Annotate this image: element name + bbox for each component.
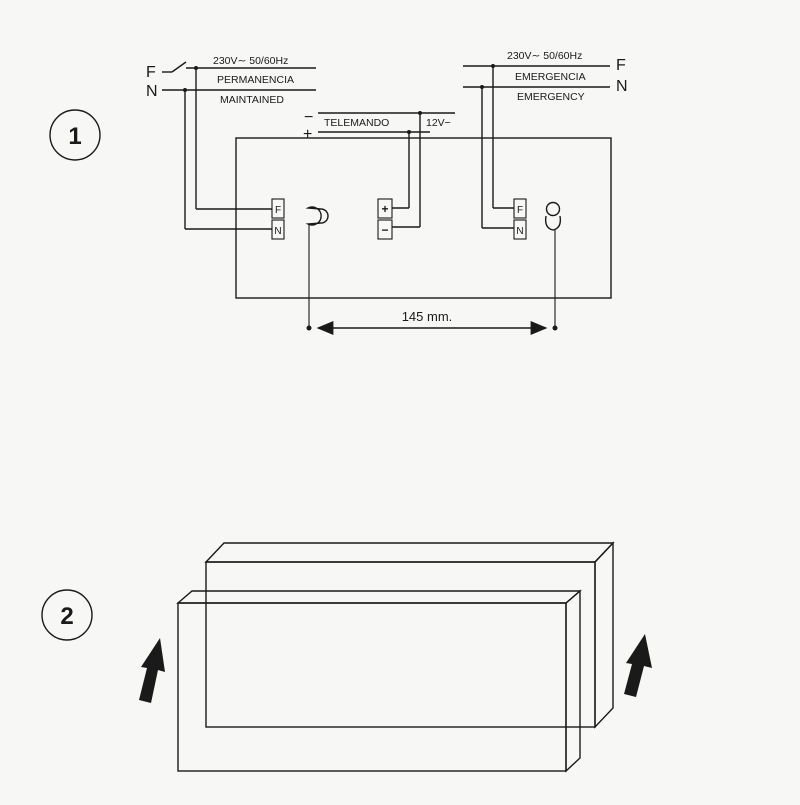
left-mains-feed: F N 230V∼ 50/60Hz PERMANENCIA MAINTAINED bbox=[146, 55, 316, 230]
svg-text:+: + bbox=[381, 202, 388, 216]
remote-minus-label: − bbox=[304, 109, 313, 126]
left-neutral-label: N bbox=[146, 83, 158, 100]
right-neutral-label: N bbox=[616, 78, 628, 95]
right-voltage-label: 230V∼ 50/60Hz bbox=[507, 50, 582, 62]
terminal-block-remote: + − bbox=[377, 198, 393, 240]
emergency-label: EMERGENCY bbox=[517, 91, 585, 103]
base-plate bbox=[235, 137, 612, 299]
remote-plus-label: + bbox=[303, 126, 312, 143]
mounting-distance-dimension: 145 mm. bbox=[306, 224, 558, 335]
left-voltage-label: 230V∼ 50/60Hz bbox=[213, 55, 288, 67]
left-phase-label: F bbox=[146, 64, 156, 81]
right-phase-label: F bbox=[616, 57, 626, 74]
svg-text:F: F bbox=[517, 205, 523, 216]
terminal-block-right: F N bbox=[513, 198, 527, 240]
remote-control-feed: − + TELEMANDO 12V− bbox=[303, 109, 455, 228]
maintained-label: MAINTAINED bbox=[220, 94, 284, 106]
svg-text:F: F bbox=[275, 205, 281, 216]
svg-text:1: 1 bbox=[68, 123, 81, 150]
keyhole-left-icon bbox=[305, 206, 329, 226]
remote-voltage-label: 12V− bbox=[426, 117, 451, 129]
luminaire-front-cover bbox=[176, 589, 582, 773]
slide-up-arrow-right-icon bbox=[624, 634, 652, 697]
svg-text:2: 2 bbox=[60, 603, 73, 630]
keyhole-right-icon bbox=[544, 201, 562, 231]
maintained-switch bbox=[171, 61, 187, 73]
distance-label: 145 mm. bbox=[402, 309, 453, 324]
svg-text:N: N bbox=[516, 226, 523, 237]
svg-text:N: N bbox=[274, 226, 281, 237]
slide-up-arrow-left-icon bbox=[139, 638, 165, 703]
telemando-label: TELEMANDO bbox=[324, 117, 389, 129]
permanencia-label: PERMANENCIA bbox=[217, 74, 294, 86]
svg-text:−: − bbox=[381, 223, 388, 237]
terminal-block-left: F N bbox=[271, 198, 285, 240]
right-mains-feed: F N 230V∼ 50/60Hz EMERGENCIA EMERGENCY bbox=[463, 50, 628, 229]
luminaire-base-box bbox=[204, 541, 615, 729]
step-2-badge: 2 bbox=[41, 589, 93, 641]
emergencia-label: EMERGENCIA bbox=[515, 71, 586, 83]
step-1-badge: 1 bbox=[49, 109, 101, 161]
